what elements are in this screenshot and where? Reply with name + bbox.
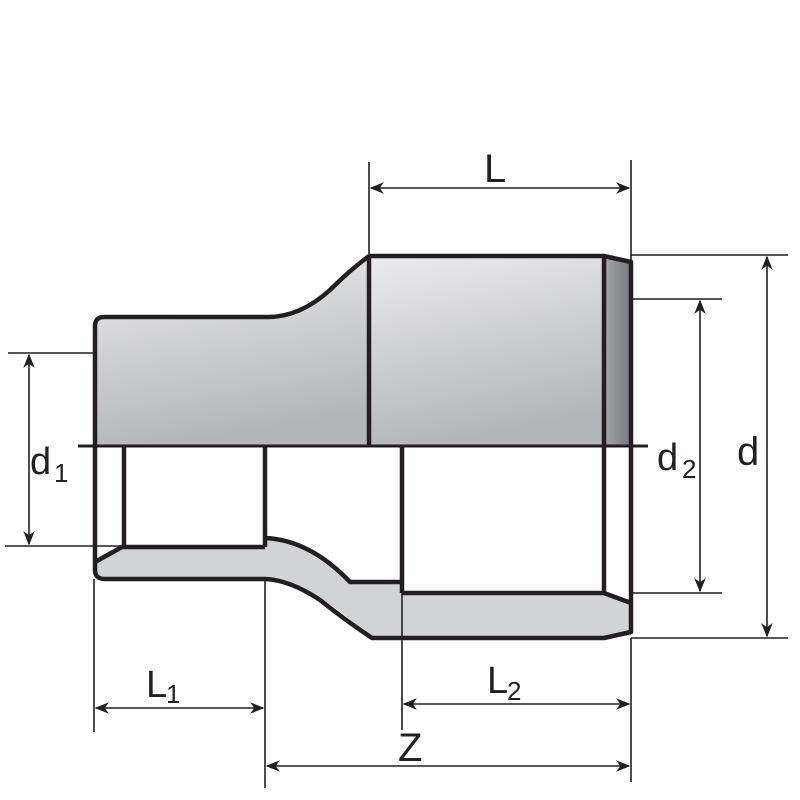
dim-label-Z: Z [398,726,422,770]
dimension-lines [5,160,788,788]
large-end-body [369,256,604,446]
dim-label-L2: L 2 [487,660,521,706]
dim-label-d1-main: d [30,441,51,483]
dim-label-d2-sub: 2 [682,454,696,484]
dim-label-L1-sub: 1 [166,679,180,709]
dim-label-d2-main: d [657,437,678,479]
dim-label-L: L [484,147,506,191]
dim-label-L2-sub: 2 [507,676,521,706]
dim-label-d2: d 2 [657,437,696,484]
dim-label-d1-sub: 1 [54,458,68,488]
fitting-section-half [92,446,634,641]
dim-label-L1: L 1 [146,664,180,709]
end-chamfer [604,256,631,446]
dim-label-L2-main: L [487,660,508,702]
fitting-exterior-half [92,253,634,446]
dim-label-d: d [737,430,759,474]
dim-label-d1: d 1 [30,441,68,488]
dim-label-L1-main: L [146,664,167,706]
wall-section [95,538,631,638]
small-end-body [95,256,369,446]
